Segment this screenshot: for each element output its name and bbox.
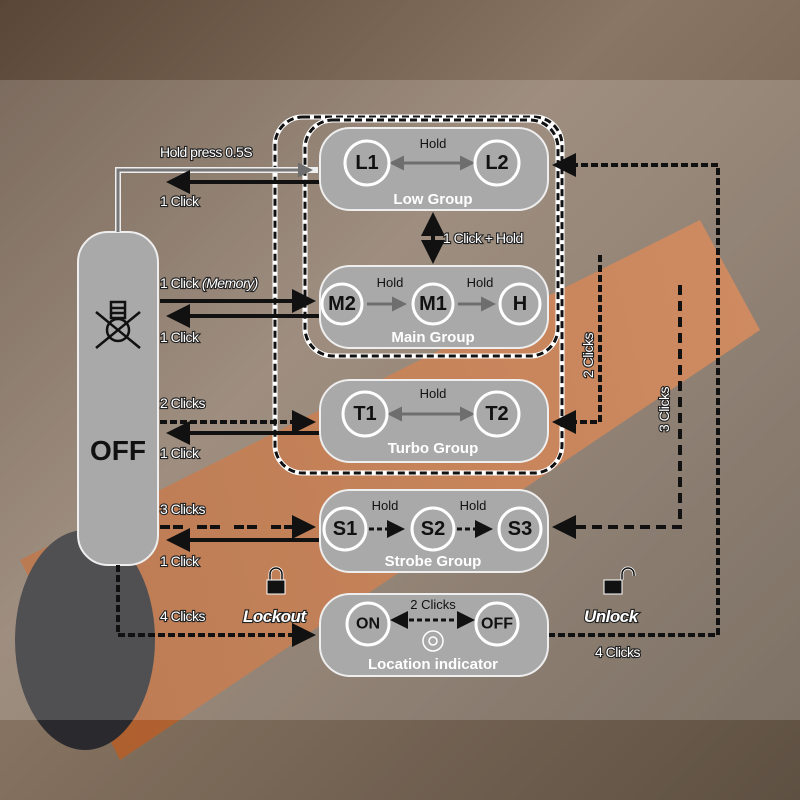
low-main-label: 1 Click + Hold <box>443 230 523 246</box>
turbo-in-label: 2 Clicks <box>160 395 206 411</box>
unlock-label: Unlock <box>584 607 640 626</box>
sun-icon <box>422 630 444 652</box>
node-label: OFF <box>481 616 513 633</box>
group-enclosures <box>272 114 565 476</box>
main-back-label: 1 Click <box>160 329 200 345</box>
location-group: 2 Clicks ON OFF Location indicator <box>319 593 549 677</box>
turbo-group: Hold T1 T2 Turbo Group <box>319 379 549 463</box>
turbo-side-label: 2 Clicks <box>580 332 596 378</box>
turbo-hold-label: Hold <box>420 386 447 401</box>
mode-node-s1 <box>322 506 368 552</box>
mode-node-off <box>474 601 520 647</box>
off-panel: OFF <box>77 231 159 566</box>
strobe-in-label: 3 Clicks <box>160 501 206 517</box>
main-hold-label-1: Hold <box>377 275 404 290</box>
group-title: Low Group <box>393 191 472 208</box>
group-title: Strobe Group <box>385 553 482 570</box>
strobe-hold-label-1: Hold <box>372 498 399 513</box>
memory-label: 1 Click (Memory) <box>160 275 258 291</box>
group-title: Main Group <box>391 329 474 346</box>
low-group: Hold L1 L2 Low Group <box>319 127 549 211</box>
hold-press-label: Hold press 0.5S <box>160 144 252 160</box>
mode-node-m1 <box>411 282 455 326</box>
mode-node-l1 <box>343 139 391 187</box>
low-hold-label: Hold <box>420 136 447 151</box>
mode-node-t2 <box>473 390 521 438</box>
unlock-icon <box>603 566 636 595</box>
lock-icon <box>266 566 286 595</box>
mode-node-on <box>345 601 391 647</box>
main-group: Hold Hold M2 M1 H Main Group <box>319 265 549 349</box>
mode-node-s3 <box>497 506 543 552</box>
node-label: ON <box>356 616 380 633</box>
off-label: OFF <box>90 435 146 466</box>
strobe-hold-label-2: Hold <box>460 498 487 513</box>
main-hold-label-2: Hold <box>467 275 494 290</box>
group-title: Turbo Group <box>388 440 479 457</box>
edge-labels: Hold press 0.5S 1 Click 1 Click (Memory)… <box>159 143 673 661</box>
unlock-clicks-label: 4 Clicks <box>595 644 641 660</box>
strobe-side-label: 3 Clicks <box>656 386 672 432</box>
node-label: T1 <box>353 403 376 425</box>
node-label: S2 <box>421 518 445 540</box>
mode-node-t1 <box>341 390 389 438</box>
turbo-back-label: 1 Click <box>160 445 200 461</box>
node-label: M1 <box>419 293 447 315</box>
lockout-clicks-label: 4 Clicks <box>160 608 206 624</box>
mode-node-l2 <box>473 139 521 187</box>
node-label: T2 <box>485 403 508 425</box>
node-label: L2 <box>485 152 508 174</box>
no-light-icon <box>95 300 141 349</box>
node-label: M2 <box>328 293 356 315</box>
strobe-back-label: 1 Click <box>160 553 200 569</box>
node-label: H <box>513 293 527 315</box>
node-label: L1 <box>355 152 378 174</box>
group-title: Location indicator <box>368 656 498 673</box>
lockout-label: Lockout <box>243 607 307 626</box>
node-label: S3 <box>508 518 532 540</box>
mode-node-s2 <box>410 506 456 552</box>
strobe-group: Hold Hold S1 S2 S3 Strobe Group <box>319 489 549 573</box>
node-label: S1 <box>333 518 357 540</box>
connectors <box>115 153 720 647</box>
mode-node-h <box>498 282 542 326</box>
low-back-label: 1 Click <box>160 193 200 209</box>
location-clicks-label: 2 Clicks <box>410 597 456 612</box>
mode-node-m2 <box>320 282 364 326</box>
